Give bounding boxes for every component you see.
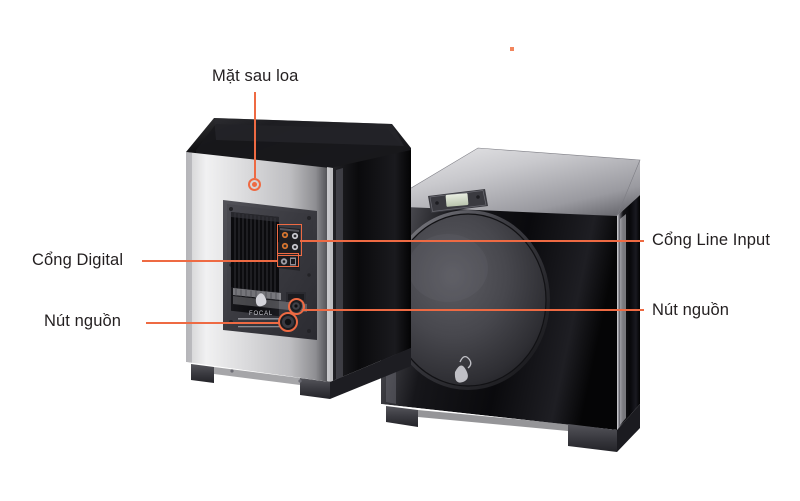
focal-logo-rear: FOCAL [249, 293, 273, 317]
lcd-display-module [428, 189, 488, 213]
focal-logo-cone [454, 355, 472, 383]
svg-text:FOCAL: FOCAL [249, 311, 273, 317]
leader-nut-nguon-left [146, 322, 280, 324]
label-cong-digital: Cổng Digital [32, 251, 124, 269]
label-mat-sau-loa: Mặt sau loa [212, 67, 299, 85]
marker-box-cong-line-input [277, 224, 302, 256]
marker-ring-nut-nguon-right [288, 298, 305, 315]
marker-box-cong-digital [277, 253, 299, 267]
digital-port [279, 255, 298, 268]
label-cong-line-input: Cổng Line Input [652, 231, 771, 249]
marker-ring-nut-nguon-left [278, 312, 298, 332]
leader-cong-digital [142, 260, 278, 262]
label-nut-nguon-left: Nút nguồn [44, 312, 122, 330]
amplifier-plate: FOCAL [223, 200, 317, 340]
leader-mat-sau-loa [254, 92, 256, 178]
right-speaker-body [380, 147, 641, 452]
marker-dot-mat-sau-loa [248, 178, 261, 191]
leader-cong-line-input [300, 240, 644, 242]
stray-orange-artifact [510, 47, 514, 51]
label-nut-nguon-right: Nút nguồn [652, 301, 730, 319]
leader-nut-nguon-right [302, 309, 644, 311]
